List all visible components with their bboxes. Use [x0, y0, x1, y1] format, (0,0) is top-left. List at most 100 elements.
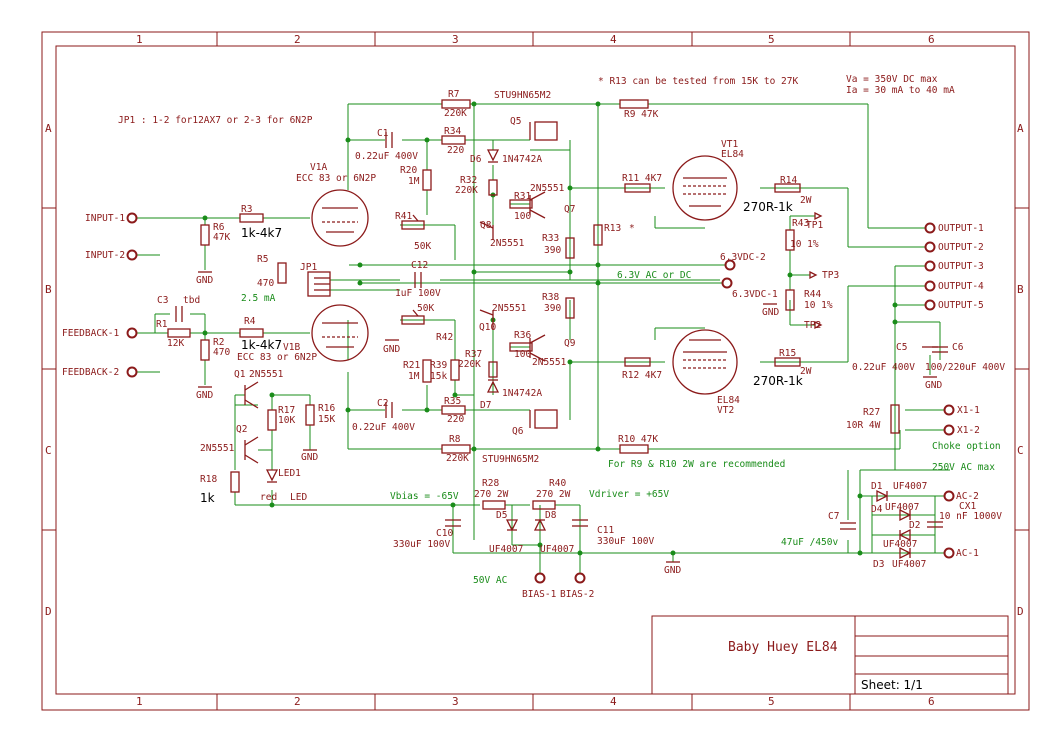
col-1-bottom: 1	[136, 695, 143, 708]
q1-value: 2N5551	[249, 369, 284, 380]
r39-ref: R39	[430, 360, 447, 371]
r10-body	[619, 444, 649, 454]
col-4-bottom: 4	[610, 695, 617, 708]
x1-2-pad[interactable]	[943, 424, 955, 436]
r13-ref: R13	[604, 223, 621, 234]
q5-value: STU9HN65M2	[494, 90, 551, 101]
ac-1-pad[interactable]	[943, 547, 955, 559]
led1-symbol	[265, 469, 279, 482]
output-1-pad[interactable]	[924, 222, 936, 234]
col-3: 3	[452, 33, 459, 46]
output-3-pad[interactable]	[924, 260, 936, 272]
q2-ref: Q2	[236, 424, 247, 435]
note-jp1: JP1 : 1-2 for12AX7 or 2-3 for 6N2P	[118, 115, 313, 126]
r5-ref: R5	[257, 254, 268, 265]
6v3-dc-1-label: 6.3VDC-1	[732, 289, 778, 300]
q5-ref: Q5	[510, 116, 521, 127]
6v3-dc-1-pad[interactable]	[721, 277, 733, 289]
notes: JP1 : 1-2 for12AX7 or 2-3 for 6N2P * R13…	[118, 74, 1001, 586]
r28-body	[482, 500, 506, 510]
r2-body	[200, 339, 210, 361]
r43-value: 10 1%	[790, 239, 819, 250]
v1a-type: ECC 83 or 6N2P	[296, 173, 376, 184]
bias-1-pad[interactable]	[534, 572, 546, 584]
note-choke: Choke option	[932, 441, 1001, 452]
r31-ref: R31	[514, 191, 531, 202]
d5-value: UF4007	[489, 544, 523, 555]
c12-value: 1uF 100V	[395, 288, 441, 299]
cx1-value: 10 nF 1000V	[939, 511, 1002, 522]
tp1-symbol	[814, 211, 823, 221]
d1-value: UF4007	[893, 481, 927, 492]
input-1-label: INPUT-1	[85, 213, 125, 224]
r6-ref: R6	[213, 222, 225, 233]
d3-ref: D3	[873, 559, 884, 570]
input-1-pad[interactable]	[126, 212, 138, 224]
row-c: C	[45, 444, 52, 457]
note-led-current: 2.5 mA	[241, 293, 276, 304]
r15-ref: R15	[779, 348, 796, 359]
r41-value: 50K	[414, 241, 431, 252]
feedback-2-pad[interactable]	[126, 366, 138, 378]
v1a-name: V1A	[310, 162, 327, 173]
r17-value: 10K	[278, 415, 295, 426]
d4-value: UF4007	[885, 502, 919, 513]
output-5-pad[interactable]	[924, 299, 936, 311]
output-4-pad[interactable]	[924, 280, 936, 292]
tp3-label: TP3	[822, 270, 839, 281]
r42-value: 50K	[417, 303, 434, 314]
components	[167, 99, 948, 563]
vt2-envelope	[672, 329, 738, 395]
ac-1-label: AC-1	[956, 548, 979, 559]
r44-ref: R44	[804, 289, 821, 300]
col-3-bottom: 3	[452, 695, 459, 708]
6v3-dc-2-label: 6.3VDC-2	[720, 252, 766, 263]
r10-label: R10 47K	[618, 434, 658, 445]
output-3-label: OUTPUT-3	[938, 261, 984, 272]
r8-body	[441, 444, 471, 454]
bias-2-pad[interactable]	[574, 572, 586, 584]
d6-symbol	[486, 149, 500, 162]
jp1-ref: JP1	[300, 262, 317, 273]
r36-value: 100	[514, 349, 531, 360]
x1-1-pad[interactable]	[943, 404, 955, 416]
r33-value: 390	[544, 245, 561, 256]
vt1-name: VT1	[721, 139, 738, 150]
r15-body	[774, 357, 801, 367]
r14-watt: 2W	[800, 195, 812, 206]
r33-body	[565, 237, 575, 259]
feedback-1-pad[interactable]	[126, 327, 138, 339]
col-4: 4	[610, 33, 617, 46]
6v3-dc-2-pad[interactable]	[724, 259, 736, 271]
d2-symbol	[898, 528, 911, 542]
c2-value: 0.22uF 400V	[352, 422, 415, 433]
c5-ref: C5	[896, 342, 907, 353]
r1-body	[167, 328, 191, 338]
r32-ref: R32	[460, 175, 477, 186]
v1b-envelope	[311, 304, 369, 362]
gnd-1-label: GND	[196, 275, 213, 286]
r3-value: 1k-4k7	[241, 226, 282, 240]
r3-ref: R3	[241, 204, 252, 215]
r7-body	[441, 99, 471, 109]
r37-value: 220K	[458, 359, 481, 370]
input-2-pad[interactable]	[126, 249, 138, 261]
note-ia: Ia = 30 mA to 40 mA	[846, 85, 955, 96]
gnd-2-label: GND	[196, 390, 213, 401]
r38-body	[565, 297, 575, 319]
r18-ref: R18	[200, 474, 217, 485]
c1-ref: C1	[377, 128, 389, 139]
output-5-label: OUTPUT-5	[938, 300, 984, 311]
output-2-pad[interactable]	[924, 241, 936, 253]
r34-ref: R34	[444, 126, 461, 137]
q6-ref: Q6	[512, 426, 524, 437]
ac-2-pad[interactable]	[943, 490, 955, 502]
r13-star: *	[629, 223, 635, 234]
r42-body	[401, 315, 425, 325]
note-vbias: Vbias = -65V	[390, 491, 459, 502]
row-d: D	[45, 605, 52, 618]
note-r9-r10: For R9 & R10 2W are recommended	[608, 459, 785, 470]
bias-2-label: BIAS-2	[560, 589, 594, 600]
vt1-envelope	[672, 155, 738, 221]
q6-body	[534, 409, 558, 429]
